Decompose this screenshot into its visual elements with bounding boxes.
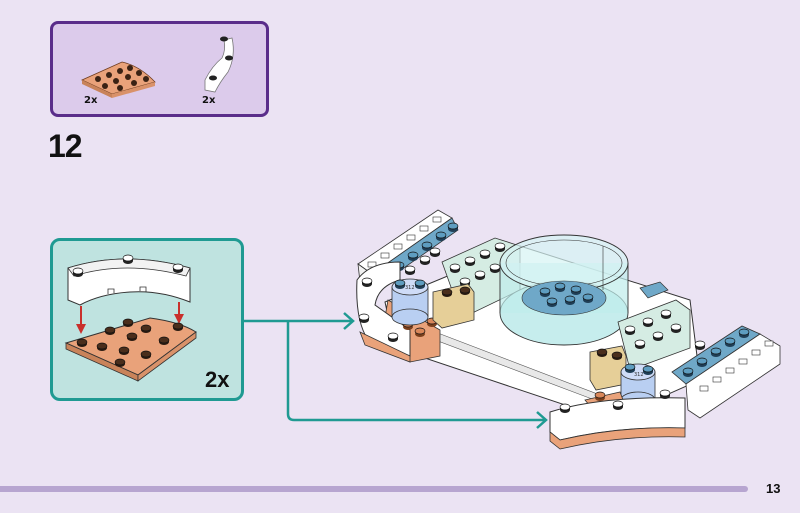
right-blue-bricks <box>671 325 781 419</box>
sub-assembly-placement-arrows <box>76 302 184 334</box>
step-number: 12 <box>48 128 83 164</box>
page-number: 13 <box>766 481 781 496</box>
svg-text:312: 312 <box>634 372 644 378</box>
callout-arrow-lower <box>286 321 548 429</box>
part-count-quarter-plate: 2x <box>84 95 98 106</box>
part-count-arch-brick: 2x <box>202 95 216 106</box>
tan-brick-left <box>432 283 475 329</box>
round-brick-left: 312 <box>391 278 429 326</box>
footer-progress-bar <box>0 486 748 492</box>
right-mint-bricks <box>617 299 718 371</box>
main-model: 312 <box>356 209 781 450</box>
right-arch-assembly <box>549 389 686 450</box>
svg-text:312: 312 <box>405 285 415 291</box>
sub-assembly-plate <box>64 317 197 382</box>
transparent-tub <box>499 234 629 346</box>
part-curved-arch-brick <box>204 36 234 93</box>
tan-brick-right <box>589 345 627 391</box>
parts-list-box <box>50 21 269 117</box>
blue-clip-right <box>639 281 669 299</box>
part-quarter-round-plate <box>81 61 156 98</box>
callout-arrow-upper <box>244 312 355 330</box>
sub-assembly-multiplier: 2x <box>205 367 230 392</box>
sub-assembly-arch <box>67 254 191 306</box>
